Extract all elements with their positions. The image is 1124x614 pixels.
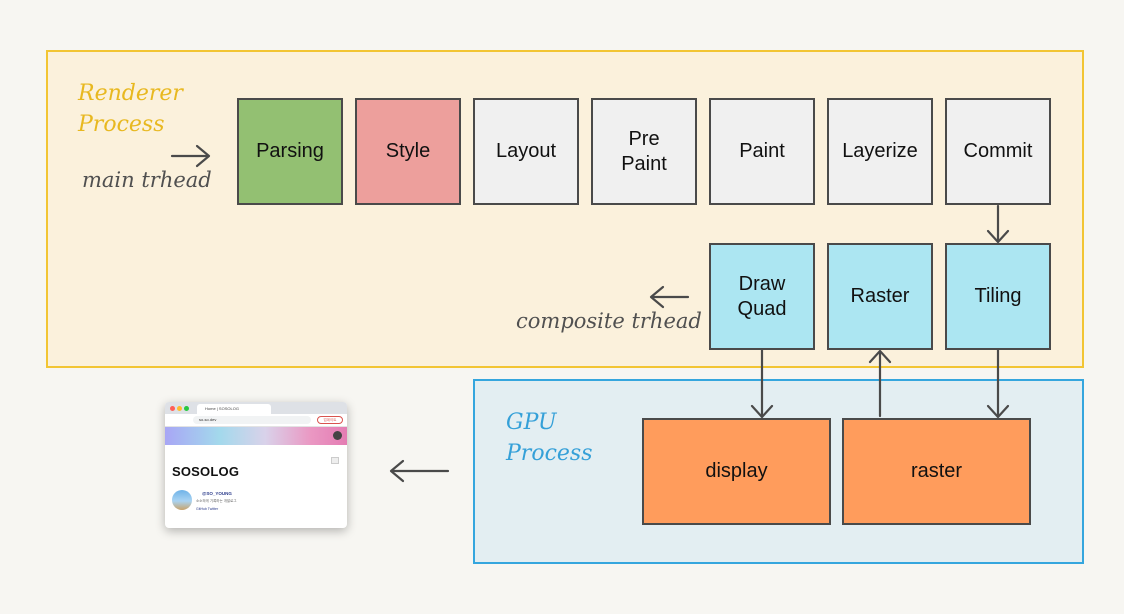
paint-step: Paint	[709, 98, 815, 205]
layerize-step: Layerize	[827, 98, 933, 205]
raster-step: Raster	[827, 243, 933, 350]
avatar	[172, 490, 192, 510]
commit-step: Commit	[945, 98, 1051, 205]
github-icon	[333, 431, 342, 440]
main-thread-entry-arrow	[170, 144, 211, 168]
tiling-to-raster-arrow	[986, 348, 1010, 419]
gpu-process-label: GPU Process	[506, 410, 593, 466]
site-brand: SOSOLOG	[172, 464, 240, 479]
renderer-process-label: Renderer Process	[78, 81, 183, 137]
update-button: 업데이트	[317, 416, 343, 424]
raster-to-raster-arrow	[868, 349, 892, 418]
browser-preview: Home | SOSOLOG so-so.dev 업데이트 SOSOLOG @S…	[165, 402, 347, 528]
parsing-step: Parsing	[237, 98, 343, 205]
browser-url: so-so.dev	[193, 416, 311, 424]
minimize-window-icon	[177, 406, 182, 411]
draw-quad-step: Draw Quad	[709, 243, 815, 350]
tiling-step: Tiling	[945, 243, 1051, 350]
layout-step: Layout	[473, 98, 579, 205]
composite-thread-label: composite trhead	[516, 309, 702, 333]
style-step: Style	[355, 98, 461, 205]
commit-to-tiling-arrow	[986, 204, 1010, 244]
prepaint-step: Pre Paint	[591, 98, 697, 205]
site-banner	[165, 427, 347, 445]
browser-address-bar: so-so.dev 업데이트	[165, 414, 347, 427]
gpu-display-step: display	[642, 418, 831, 525]
browser-tab: Home | SOSOLOG	[197, 404, 271, 414]
browser-tab-bar: Home | SOSOLOG	[165, 402, 347, 414]
close-window-icon	[170, 406, 175, 411]
profile-links: GitHub Twitter	[196, 507, 219, 511]
maximize-window-icon	[184, 406, 189, 411]
theme-toggle-icon	[331, 457, 339, 464]
profile-handle: @SO_YOUNG	[202, 491, 232, 496]
composite-exit-arrow	[649, 285, 690, 309]
profile-description: 소소하게 기록하는 개발로그	[196, 499, 237, 503]
draw-quad-to-display-arrow	[750, 348, 774, 419]
gpu-raster-step: raster	[842, 418, 1031, 525]
gpu-to-screen-arrow	[389, 459, 450, 483]
main-thread-label: main trhead	[82, 168, 212, 192]
